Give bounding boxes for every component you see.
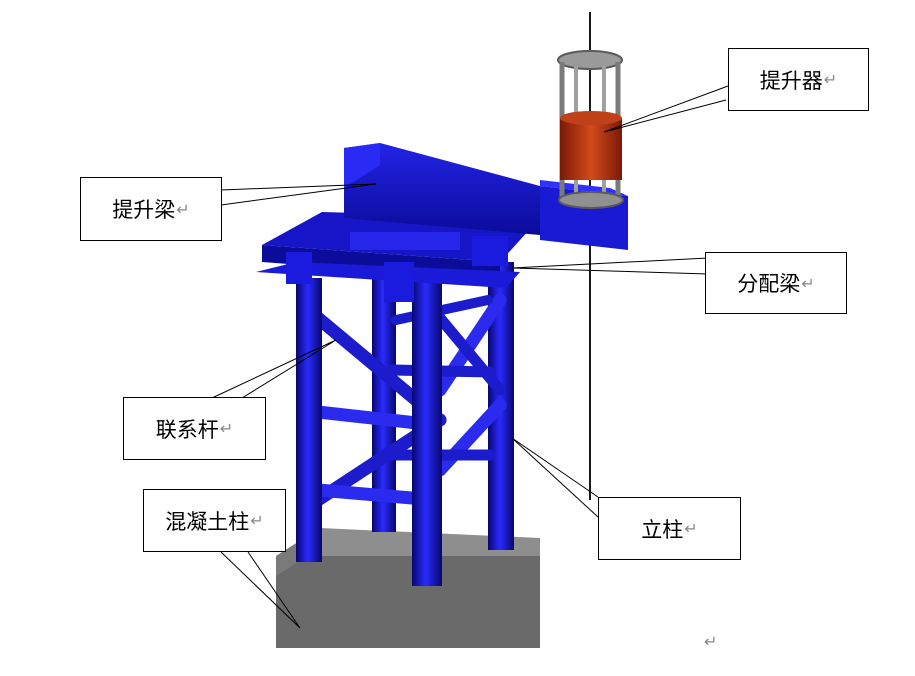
paragraph-mark-icon: ↵ xyxy=(219,419,234,438)
tie-rod-label-text: 联系杆 xyxy=(155,417,219,442)
paragraph-mark-icon: ↵ xyxy=(250,511,264,530)
paragraph-mark-icon: ↵ xyxy=(704,632,718,651)
tie-rods xyxy=(311,293,507,507)
paragraph-mark-icon: ↵ xyxy=(823,70,838,89)
distribution-beam-label-text: 分配梁 xyxy=(737,272,801,296)
concrete-column-label: 混凝土柱↵ xyxy=(143,489,286,552)
paragraph-mark-icon: ↵ xyxy=(684,519,698,538)
steel-column-label-text: 立柱 xyxy=(641,517,684,542)
paragraph-mark-icon: ↵ xyxy=(801,273,815,293)
lifter-device xyxy=(557,50,624,209)
front-columns xyxy=(296,272,442,586)
leader-lines xyxy=(211,85,729,629)
concrete-column-label-text: 混凝土柱 xyxy=(165,509,250,534)
lifting-beam-label-text: 提升梁 xyxy=(112,198,176,222)
lifting-beam-label: 提升梁↵ xyxy=(80,177,222,241)
tie-rod-label: 联系杆↵ xyxy=(123,397,266,460)
paragraph-mark-icon: ↵ xyxy=(176,199,190,219)
lifter-label-text: 提升器 xyxy=(759,68,823,93)
lifter-label: 提升器↵ xyxy=(728,48,869,111)
distribution-beam-label: 分配梁↵ xyxy=(705,252,847,314)
distribution-beam xyxy=(256,212,540,302)
steel-column-label: 立柱↵ xyxy=(598,497,741,560)
